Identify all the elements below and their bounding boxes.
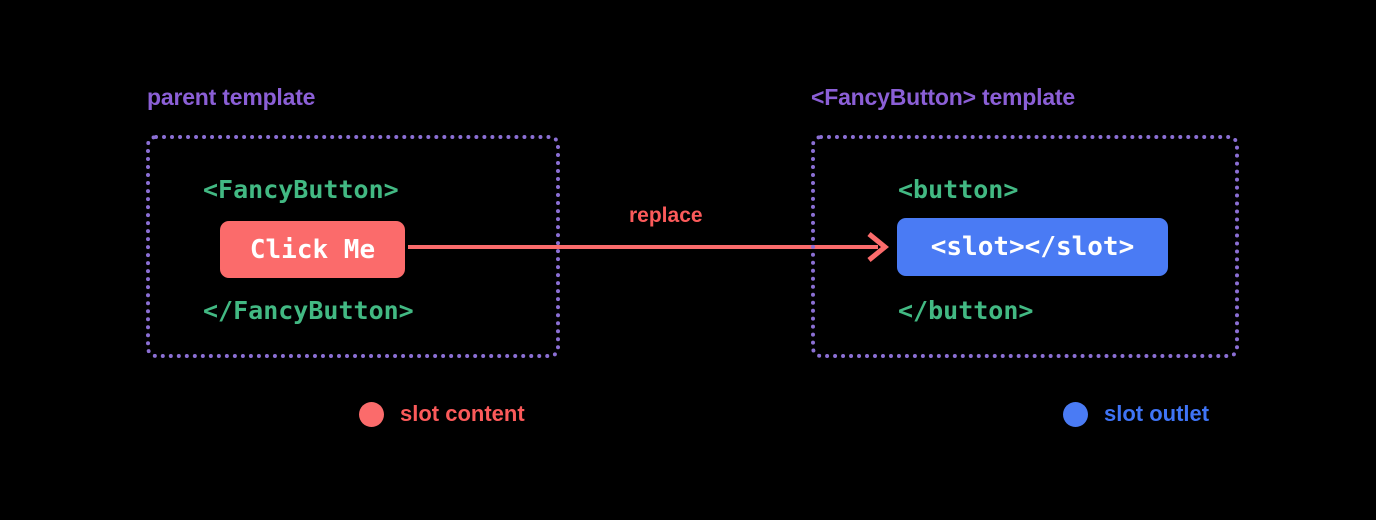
arrow-line xyxy=(408,245,878,249)
legend-item-slot-content: slot content xyxy=(359,401,525,427)
legend-label-slot-outlet: slot outlet xyxy=(1104,401,1210,426)
code-close-button: </button> xyxy=(898,296,1034,325)
fancybutton-template-panel xyxy=(811,135,1239,358)
code-open-fancybutton: <FancyButton> xyxy=(203,175,399,204)
parent-template-heading: parent template xyxy=(147,84,316,110)
arrow-right-icon xyxy=(867,232,889,262)
code-close-fancybutton: </FancyButton> xyxy=(203,296,414,325)
legend-item-slot-outlet: slot outlet xyxy=(1063,401,1209,427)
blue-circle-icon xyxy=(1063,401,1088,427)
slot-outlet-chip[interactable]: <slot></slot> xyxy=(897,218,1168,276)
code-open-button: <button> xyxy=(898,175,1019,204)
fancybutton-template-heading: <FancyButton> template xyxy=(811,84,1075,110)
slot-content-chip[interactable]: Click Me xyxy=(220,221,405,278)
legend-label-slot-content: slot content xyxy=(400,401,525,426)
replace-arrow-group: replace xyxy=(408,200,908,300)
red-circle-icon xyxy=(359,401,384,427)
replace-label: replace xyxy=(629,204,703,227)
